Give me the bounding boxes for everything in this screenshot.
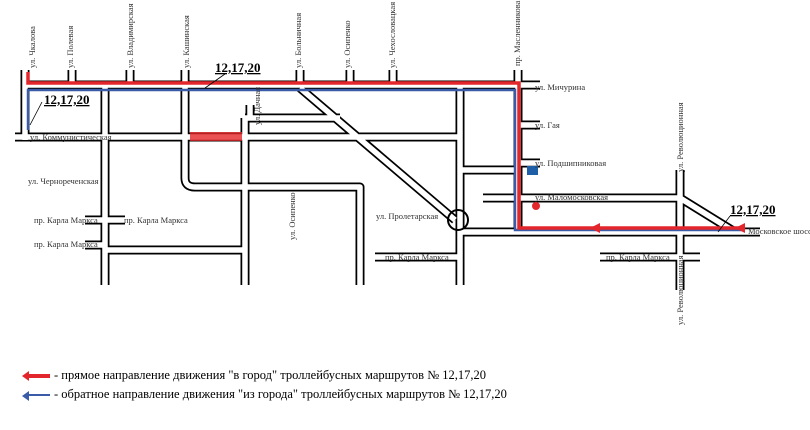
street-label: ул. Пролетарская	[376, 211, 438, 221]
street-label: пр. Карла Маркса	[34, 215, 98, 225]
street-label: ул. Полевая	[65, 26, 75, 68]
street-label: пр. Масленникова	[512, 0, 522, 66]
street-label: ул. Больничная	[293, 13, 303, 68]
street-label: пр. Карла Маркса	[34, 239, 98, 249]
arrow-icon	[735, 223, 745, 233]
street-label: ул. Осипенко	[287, 192, 297, 240]
blue-arrow-icon	[22, 390, 50, 401]
route-number-label: 12,17,20	[215, 60, 261, 75]
street-label: пр. Карла Маркса	[606, 252, 670, 262]
legend-text: - прямое направление движения "в город" …	[54, 368, 487, 382]
street-label: ул. Гая	[535, 120, 560, 130]
street-label: ул. Осипенко	[342, 20, 352, 68]
street-label: ул. Чернореченская	[28, 176, 99, 186]
no-entry-sign-icon	[532, 202, 540, 210]
legend-return: - обратное направление движения "из горо…	[22, 387, 507, 402]
return-route-line	[26, 88, 745, 232]
red-arrow-icon	[22, 370, 50, 381]
street-label: Московское шоссе	[748, 226, 810, 236]
turn-right-sign-icon	[527, 166, 538, 175]
route-number-label: 12,17,20	[44, 92, 90, 107]
street-label: ул. Подшипниковая	[535, 158, 606, 168]
street-label: ул. Маломосковская	[535, 192, 608, 202]
street-label: ул. Чкалова	[27, 26, 37, 68]
street-label: ул. Кашинская	[181, 15, 191, 68]
street-label: ул. Мичурина	[535, 82, 585, 92]
legend-forward: - прямое направление движения "в город" …	[22, 368, 487, 383]
route-number-label: 12,17,20	[730, 202, 776, 217]
street-label: ул. Владимирская	[125, 3, 135, 68]
arrow-icon	[590, 223, 600, 233]
street-label: ул. Дачная	[252, 87, 262, 125]
forward-route-line	[26, 72, 745, 230]
street-label: пр. Карла Маркса	[385, 252, 449, 262]
street-label: ул. Революционная	[675, 102, 685, 172]
street-label: пр. Карла Маркса	[124, 215, 188, 225]
street-label: ул. Революционная	[675, 255, 685, 325]
legend-text: - обратное направление движения "из горо…	[54, 387, 507, 401]
street-label: ул. Коммунистическая	[30, 132, 112, 142]
route-number-labels: 12,17,20 12,17,20 12,17,20	[29, 60, 776, 233]
closed-section	[190, 132, 242, 141]
street-labels: ул. Чкалова ул. Полевая ул. Владимирская…	[27, 0, 810, 325]
routes	[26, 72, 745, 233]
street-label: ул. Чехословацкая	[387, 2, 397, 68]
roundabout	[447, 209, 469, 231]
